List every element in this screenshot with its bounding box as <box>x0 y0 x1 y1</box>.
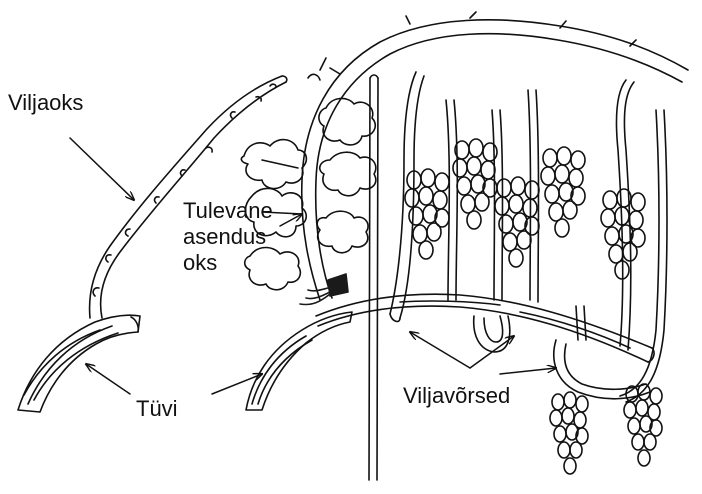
arrow-shoot-right <box>500 368 556 374</box>
grape-cluster-2 <box>453 139 497 229</box>
label-trunk: Tüvi <box>136 397 178 421</box>
grape-cluster-4 <box>541 147 585 237</box>
support-stake <box>369 75 378 480</box>
label-replacement-spur-line2: asendus <box>183 225 266 249</box>
right-trunk <box>246 312 352 410</box>
label-fruit-branch: Viljaoks <box>8 91 83 115</box>
left-fruit-branch <box>90 76 287 318</box>
arrow-fruit-branch <box>70 138 134 200</box>
grape-cluster-7 <box>624 384 662 466</box>
vine-tie <box>300 274 348 305</box>
label-fruit-shoots: Viljavõrsed <box>403 384 510 408</box>
left-trunk <box>18 315 140 412</box>
label-replacement-spur-line3: oks <box>183 251 217 275</box>
arrow-shoot-left <box>410 332 470 368</box>
arrow-replacement-spur <box>280 214 302 226</box>
label-replacement-spur-line1: Tulevane <box>183 199 273 223</box>
arrow-trunk-left <box>86 364 130 394</box>
grape-cluster-6 <box>550 392 588 474</box>
